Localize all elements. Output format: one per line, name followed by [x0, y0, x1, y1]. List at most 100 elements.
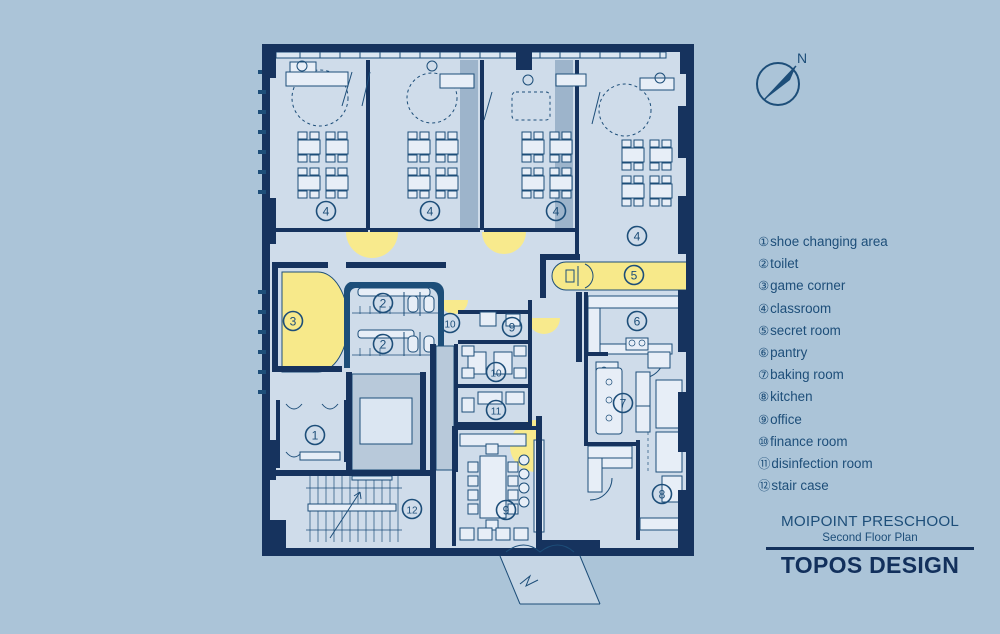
- legend-item-number: ⑫: [758, 479, 771, 494]
- room-marker-circle: [485, 361, 507, 383]
- room-marker-disinfection: 11: [485, 399, 507, 421]
- room-marker-classroom-4: 4: [626, 225, 648, 247]
- room-marker-number: 8: [659, 487, 666, 501]
- legend-item: ④classroom: [758, 298, 988, 320]
- room-marker-office-upper: 9: [501, 316, 523, 338]
- room-marker-office-lower: 9: [495, 499, 517, 521]
- legend-item-number: ⑥: [758, 346, 770, 361]
- legend-item-label: stair case: [771, 478, 829, 494]
- room-marker-circle: [612, 392, 634, 414]
- legend-item: ⑩finance room: [758, 431, 988, 453]
- legend-item-label: game corner: [770, 278, 846, 294]
- exterior-walls: [258, 44, 694, 605]
- north-label: N: [797, 50, 808, 66]
- legend-item-label: secret room: [770, 322, 841, 338]
- room-marker-number: 4: [553, 204, 560, 218]
- room-marker-classroom-3: 4: [545, 200, 567, 222]
- legend-item-label: classroom: [770, 300, 832, 316]
- legend-item-number: ①: [758, 235, 770, 249]
- room-marker-number: 12: [406, 505, 418, 516]
- legend-item-number: ③: [758, 279, 770, 294]
- legend-item-number: ⑧: [758, 390, 770, 405]
- room-toilets: [343, 282, 444, 368]
- room-marker-toilet-upper: 2: [372, 292, 394, 314]
- legend-item: ③game corner: [758, 275, 988, 297]
- room-marker-game-corner: 3: [282, 310, 304, 332]
- room-marker-circle: [485, 399, 507, 421]
- room-marker-circle: [545, 200, 567, 222]
- room-marker-number: 4: [634, 229, 641, 243]
- room-marker-circle: [623, 264, 645, 286]
- title-divider: [766, 547, 974, 550]
- room-marker-number: 2: [380, 337, 387, 351]
- legend-item: ⑫stair case: [758, 475, 988, 497]
- room-marker-circle: [315, 200, 337, 222]
- room-marker-number: 10: [490, 368, 502, 379]
- legend-item: ⑪disinfection room: [758, 453, 988, 475]
- project-name: MOIPOINT PRESCHOOL: [780, 513, 959, 530]
- legend-item: ⑦baking room: [758, 364, 988, 386]
- legend-item: ①shoe changing area: [758, 231, 988, 253]
- room-marker-stair-case: 12: [401, 498, 423, 520]
- room-marker-number: 2: [380, 296, 387, 310]
- legend-item: ②toilet: [758, 253, 988, 275]
- room-marker-circle: [419, 200, 441, 222]
- room-marker-number: 3: [290, 314, 297, 328]
- room-marker-circle: [401, 498, 423, 520]
- sheet-title: Second Floor Plan: [822, 531, 918, 544]
- legend-item: ⑤secret room: [758, 320, 988, 342]
- firm-name: TOPOS DESIGN: [780, 552, 960, 578]
- room-marker-circle: [372, 333, 394, 355]
- legend-item: ⑨office: [758, 409, 988, 431]
- room-marker-number: 4: [323, 204, 330, 218]
- room-marker-kitchen: 8: [651, 483, 673, 505]
- room-stair-case: [306, 475, 430, 546]
- legend-item-number: ④: [758, 301, 770, 316]
- room-marker-pantry: 6: [626, 310, 648, 332]
- legend-item-label: disinfection room: [771, 456, 873, 472]
- room-marker-secret-room: 5: [623, 264, 645, 286]
- door-swing-highlights: [346, 232, 560, 472]
- legend-item-number: ⑩: [758, 434, 770, 449]
- legend-item-number: ⑦: [758, 368, 770, 383]
- room-marker-number: 10: [444, 319, 456, 330]
- legend-item-number: ②: [758, 257, 770, 272]
- title-block: MOIPOINT PRESCHOOL Second Floor Plan TOP…: [760, 513, 980, 579]
- room-marker-number: 5: [631, 268, 638, 282]
- room-marker-circle: [651, 483, 673, 505]
- room-marker-circle: [501, 316, 523, 338]
- room-marker-number: 9: [509, 320, 516, 334]
- room-marker-number: 1: [312, 428, 319, 442]
- room-number-markers: 4 4 4 4 3 2 2 10 10 9 11 5 6 7 8 9 1 12: [282, 200, 673, 521]
- room-marker-number: 7: [620, 396, 627, 410]
- legend-item-label: finance room: [770, 433, 848, 449]
- legend-item-number: ⑪: [758, 457, 771, 472]
- legend-item-label: office: [770, 411, 802, 427]
- room-marker-circle: [626, 225, 648, 247]
- room-marker-finance-upper: 10: [439, 312, 461, 334]
- room-marker-circle: [495, 499, 517, 521]
- legend-item-label: baking room: [770, 367, 844, 383]
- room-marker-number: 9: [503, 503, 510, 517]
- room-marker-circle: [372, 292, 394, 314]
- room-baking: [584, 360, 651, 501]
- room-secret: [551, 261, 691, 291]
- room-marker-classroom-1: 4: [315, 200, 337, 222]
- room-marker-circle: [439, 312, 461, 334]
- legend-item-label: pantry: [770, 345, 808, 361]
- room-marker-finance-lower: 10: [485, 361, 507, 383]
- room-marker-circle: [282, 310, 304, 332]
- room-marker-classroom-2: 4: [419, 200, 441, 222]
- room-marker-circle: [304, 424, 326, 446]
- room-marker-shoe-changing: 1: [304, 424, 326, 446]
- legend-item-number: ⑨: [758, 412, 770, 427]
- north-arrow: N: [752, 50, 822, 114]
- room-marker-baking-room: 7: [612, 392, 634, 414]
- legend-item: ⑧kitchen: [758, 386, 988, 408]
- legend-item-label: shoe changing area: [770, 234, 888, 249]
- legend-item-label: kitchen: [770, 389, 813, 405]
- legend-item-label: toilet: [770, 256, 799, 272]
- classroom-furniture: [285, 60, 675, 207]
